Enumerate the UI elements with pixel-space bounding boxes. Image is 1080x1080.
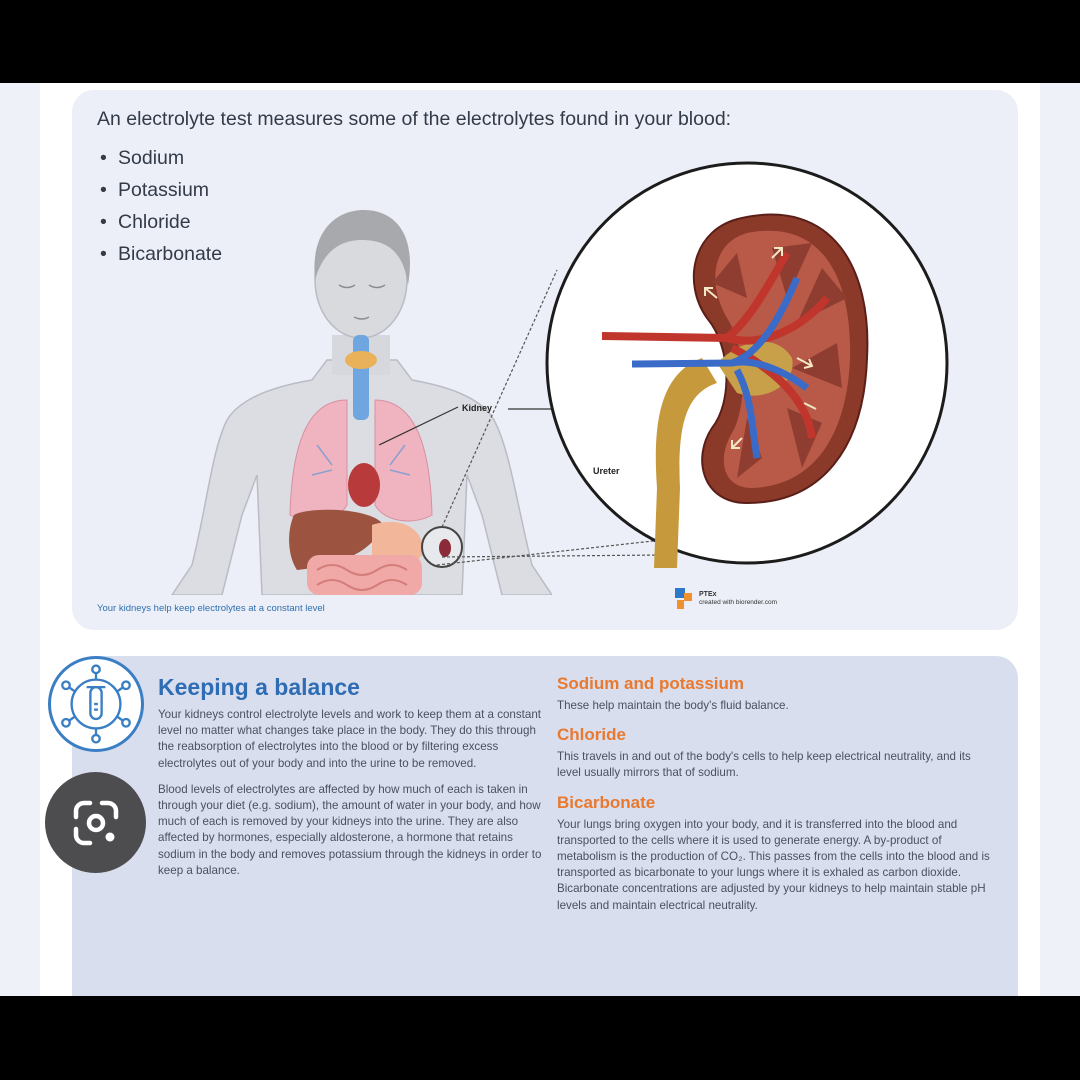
chloride-title: Chloride (557, 725, 626, 745)
list-item: Potassium (100, 174, 222, 206)
list-item: Bicarbonate (100, 238, 222, 270)
keeping-balance-section: Keeping a balance Your kidneys control e… (158, 674, 543, 879)
human-body-illustration (171, 210, 552, 595)
atom-test-tube-icon (48, 656, 144, 752)
renal-vein (631, 276, 810, 459)
credit-line: created with biorender.com (699, 599, 778, 606)
sodium-potassium-title: Sodium and potassium (557, 674, 745, 693)
chloride-text: This travels in and out of the body's ce… (557, 750, 971, 780)
left-margin (0, 83, 40, 996)
credit-brand: PTEx (699, 591, 717, 598)
electrolyte-test-panel: An electrolyte test measures some of the… (72, 90, 1018, 630)
intro-text: An electrolyte test measures some of the… (97, 108, 732, 130)
list-item: Sodium (100, 142, 222, 174)
heart (348, 463, 380, 507)
info-panel: Keeping a balance Your kidneys control e… (72, 656, 1018, 996)
sodium-potassium-text: These help maintain the body's fluid bal… (557, 699, 789, 712)
electrolyte-details: Sodium and potassium These help maintain… (557, 674, 997, 925)
section-title: Keeping a balance (158, 674, 360, 700)
google-lens-icon (73, 800, 118, 845)
kidney-label: Kidney (462, 403, 493, 413)
credit: PTEx created with biorender.com (675, 588, 777, 610)
liver (289, 509, 382, 570)
hair (314, 210, 410, 285)
bicarbonate-title: Bicarbonate (557, 792, 656, 812)
electrolyte-list: Sodium Potassium Chloride Bicarbonate (100, 142, 222, 270)
figure-caption: Your kidneys help keep electrolytes at a… (97, 603, 325, 614)
page: An electrolyte test measures some of the… (0, 83, 1080, 996)
ureter-label: Ureter (593, 466, 620, 476)
google-lens-button[interactable] (45, 772, 146, 873)
paragraph: Your kidneys control electrolyte levels … (158, 708, 542, 770)
list-item: Chloride (100, 206, 222, 238)
ptex-logo-icon (675, 588, 693, 610)
ureter (654, 358, 717, 568)
paragraph: Blood levels of electrolytes are affecte… (158, 782, 542, 877)
right-margin (1040, 83, 1080, 996)
bicarbonate-text: Your lungs bring oxygen into your body, … (557, 817, 990, 912)
kidney-cross-section-illustration (545, 161, 949, 568)
